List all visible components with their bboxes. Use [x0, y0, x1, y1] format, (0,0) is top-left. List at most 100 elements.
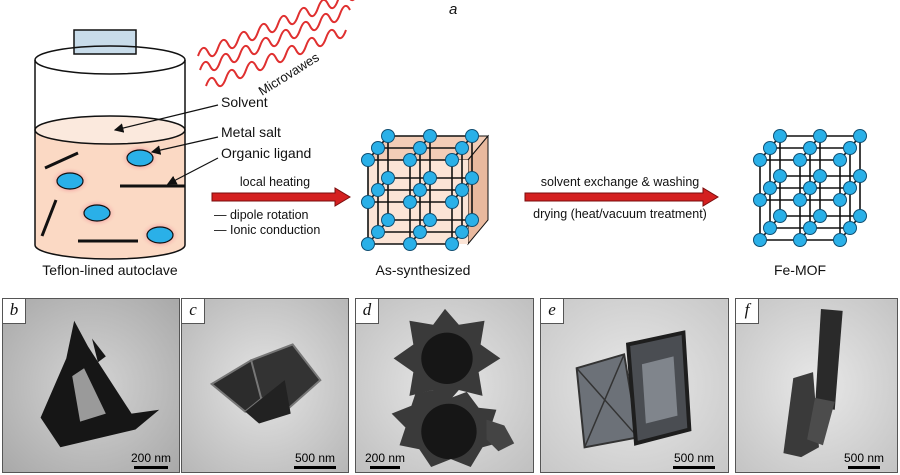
as-synthesized-label: As-synthesized — [376, 262, 471, 278]
lattice-node — [413, 141, 427, 155]
lattice-node — [403, 237, 417, 251]
lattice-node — [465, 213, 479, 227]
lattice-node — [381, 171, 395, 185]
lattice-node — [423, 171, 437, 185]
lattice-node — [773, 169, 787, 183]
lattice-node — [843, 221, 857, 235]
lattice-node — [371, 141, 385, 155]
tem-image-e — [541, 299, 728, 472]
tem-image-f — [736, 299, 897, 472]
arrow1-bottom-label-1: — dipole rotation — [214, 208, 309, 222]
scale-text-f: 500 nm — [843, 451, 885, 465]
lattice-node — [445, 195, 459, 209]
arrow1-bottom-label-2: — Ionic conduction — [214, 223, 320, 237]
solvent-label: Solvent — [221, 94, 268, 110]
arrow2-bottom-label: drying (heat/vacuum treatment) — [533, 207, 707, 221]
lattice-node — [843, 141, 857, 155]
lattice-node — [833, 193, 847, 207]
panel-label-d: d — [356, 299, 379, 324]
panel-label-a: a — [449, 1, 457, 18]
organic-ligand-rods — [40, 151, 185, 243]
panel-label-f: f — [736, 299, 759, 324]
lattice-node — [455, 141, 469, 155]
tem-panel-d: d 200 nm — [355, 298, 534, 473]
lattice-node — [465, 129, 479, 143]
lattice-node — [753, 153, 767, 167]
organic-ligand-label: Organic ligand — [221, 145, 311, 161]
panel-label-e: e — [541, 299, 564, 324]
lattice-node — [403, 195, 417, 209]
lattice-node — [465, 171, 479, 185]
lattice-node — [813, 169, 827, 183]
scale-text-d: 200 nm — [364, 451, 406, 465]
fe-mof-label: Fe-MOF — [774, 262, 826, 278]
lattice-node — [445, 237, 459, 251]
tem-image-d — [356, 299, 533, 472]
scale-bar-f: 500 nm — [837, 451, 891, 469]
autoclave-cap — [73, 29, 137, 55]
lattice-node — [803, 221, 817, 235]
tem-panel-b: b 200 nm — [2, 298, 180, 473]
lattice-node — [381, 129, 395, 143]
organic-ligand-pointer — [166, 157, 219, 185]
lattice-node — [423, 213, 437, 227]
lattice-node — [445, 153, 459, 167]
lattice-node — [793, 233, 807, 247]
lattice-node — [853, 169, 867, 183]
lattice-node — [413, 183, 427, 197]
tem-image-b — [3, 299, 179, 472]
metal-salt-label: Metal salt — [221, 124, 281, 140]
lattice-node — [763, 141, 777, 155]
lattice-node — [423, 129, 437, 143]
lattice-node — [843, 181, 857, 195]
arrow2-top-label: solvent exchange & washing — [541, 175, 699, 189]
lattice-node — [371, 225, 385, 239]
lattice-node — [371, 183, 385, 197]
liquid-surface — [34, 115, 186, 145]
scale-text-e: 500 nm — [673, 451, 715, 465]
synthesis-diagram: a Microvawes — [34, 0, 867, 278]
metal-salt-pointer — [150, 136, 219, 155]
arrow1 — [211, 187, 351, 207]
scale-bar-b: 200 nm — [127, 451, 175, 469]
lattice-node — [455, 225, 469, 239]
autoclave-label: Teflon-lined autoclave — [42, 262, 178, 278]
lattice-node — [753, 233, 767, 247]
fe-mof-lattice — [753, 129, 867, 247]
lattice-node — [763, 221, 777, 235]
lattice-node — [833, 233, 847, 247]
scale-bar-c: 500 nm — [288, 451, 342, 469]
lattice-node — [763, 181, 777, 195]
lattice-node — [381, 213, 395, 227]
scale-bar-e: 500 nm — [666, 451, 722, 469]
metal-salt-particles — [50, 144, 180, 249]
lattice-node — [813, 129, 827, 143]
tem-image-c — [182, 299, 348, 472]
lattice-node — [803, 181, 817, 195]
lattice-node — [361, 195, 375, 209]
scale-text-c: 500 nm — [294, 451, 336, 465]
solvent-pointer — [113, 104, 219, 133]
lattice-node — [793, 153, 807, 167]
tem-panel-f: f 500 nm — [735, 298, 898, 473]
arrow2 — [524, 187, 719, 207]
lattice-node — [361, 237, 375, 251]
lattice-node — [361, 153, 375, 167]
panel-label-b: b — [3, 299, 26, 324]
lattice-node — [813, 209, 827, 223]
scale-bar-d: 200 nm — [360, 451, 410, 469]
lattice-node — [403, 153, 417, 167]
microwave-waves — [197, 0, 355, 88]
tem-panel-e: e 500 nm — [540, 298, 729, 473]
arrow1-top-label: local heating — [240, 175, 310, 189]
lattice-node — [793, 193, 807, 207]
lattice-node — [455, 183, 469, 197]
lattice-node — [833, 153, 847, 167]
lattice-node — [413, 225, 427, 239]
autoclave — [34, 29, 186, 260]
lattice-node — [803, 141, 817, 155]
lattice-node — [853, 209, 867, 223]
lattice-node — [753, 193, 767, 207]
lattice-node — [853, 129, 867, 143]
lattice-node — [773, 129, 787, 143]
